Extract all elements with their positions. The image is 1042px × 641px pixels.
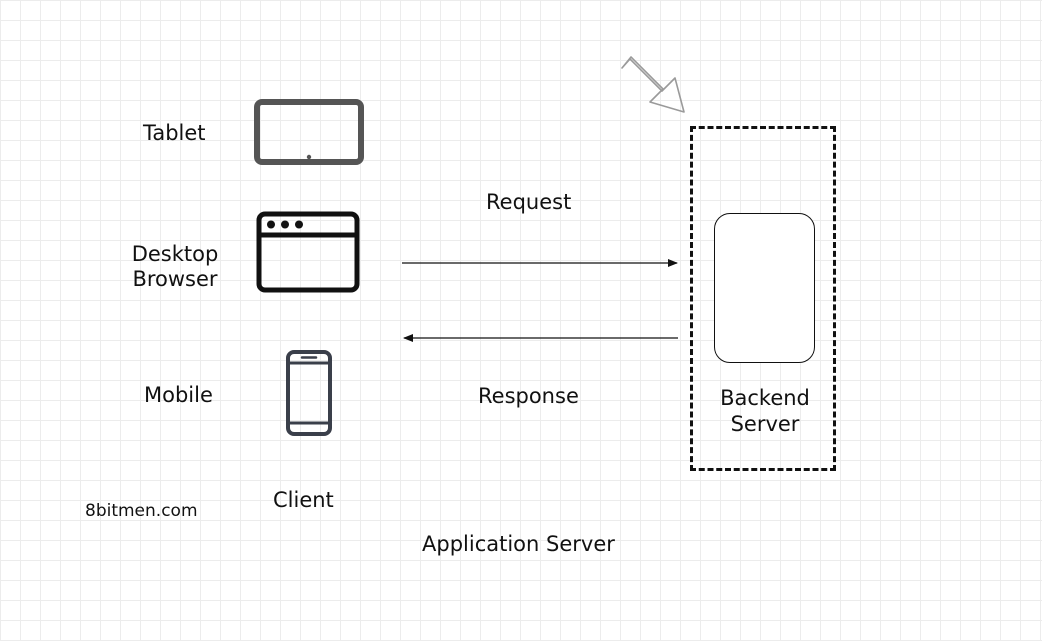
watermark-text: 8bitmen.com — [85, 501, 198, 521]
application-server-boundary — [690, 126, 836, 471]
backend-server-label-line1: Backend — [720, 386, 810, 410]
request-label: Request — [486, 190, 572, 214]
backend-server-label: Backend Server — [710, 385, 820, 437]
pointer-arrow-icon — [621, 56, 685, 113]
tablet-icon — [254, 99, 364, 165]
backend-server-label-line2: Server — [730, 412, 800, 436]
desktop-browser-label-line2: Browser — [132, 267, 218, 291]
desktop-browser-label-line1: Desktop — [131, 242, 219, 266]
client-group-label: Client — [273, 488, 334, 512]
diagram-caption: Application Server — [422, 532, 615, 556]
mobile-phone-icon — [286, 350, 332, 436]
desktop-browser-label: Desktop Browser — [130, 242, 220, 292]
browser-window-icon — [256, 211, 360, 293]
response-label: Response — [478, 384, 579, 408]
backend-server-box — [714, 213, 815, 363]
mobile-label: Mobile — [144, 383, 213, 407]
tablet-label: Tablet — [143, 121, 206, 145]
